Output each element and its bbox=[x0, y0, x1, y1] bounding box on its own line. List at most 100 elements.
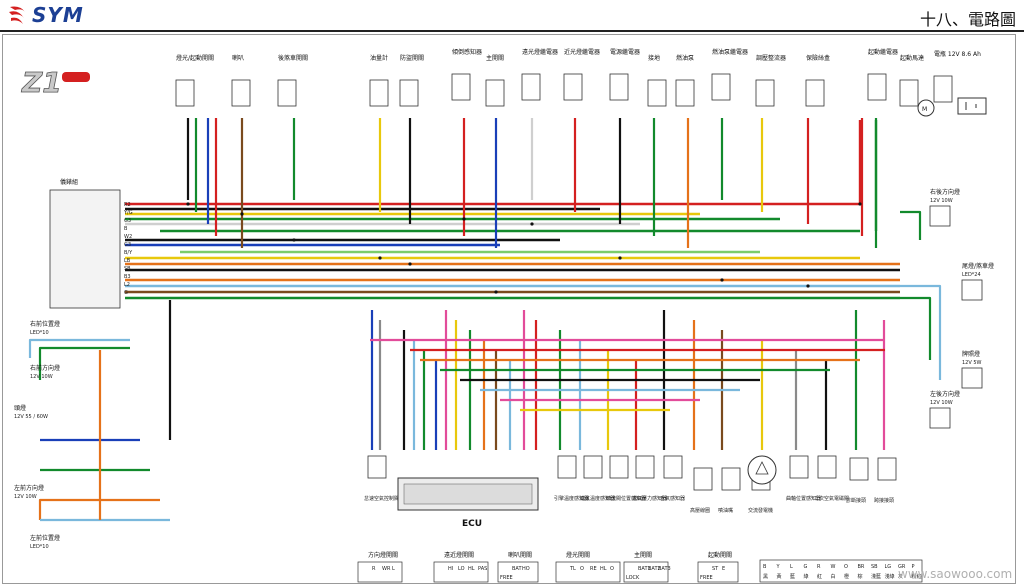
top-component-high_beam_relay: 遠光燈繼電器 bbox=[522, 48, 558, 56]
meter-cluster-pin: G3 bbox=[124, 218, 131, 224]
wire-harness bbox=[28, 118, 942, 522]
meter-cluster: 儀錶組 bbox=[49, 178, 121, 309]
color-legend-code: G bbox=[804, 564, 808, 570]
page-title: 十八、電路圖 bbox=[919, 10, 1016, 29]
color-legend-name: 粉紅 bbox=[912, 573, 922, 580]
meter-cluster-pin: B/Y bbox=[124, 250, 133, 256]
svg-text:M: M bbox=[922, 106, 927, 113]
color-legend-code: SB bbox=[871, 564, 878, 570]
top-component-starter_motor: 起動馬達 bbox=[900, 54, 924, 62]
bottom-connector-intake_pressure bbox=[635, 455, 655, 479]
color-legend-name: 藍 bbox=[790, 573, 795, 580]
top-component-regulator: 調壓整流器 bbox=[756, 54, 786, 62]
model-logo: Z1 bbox=[21, 66, 62, 99]
switch-table-turn_switch: 方向燈開關 bbox=[368, 551, 398, 559]
bottom-component-throttle_pos: 節流閥位置感知器 bbox=[606, 495, 646, 502]
switch-table-grid bbox=[357, 561, 403, 583]
meter-cluster-pin: LB bbox=[124, 258, 131, 264]
bottom-component-idle_air: 怠速空氣控制閥 bbox=[364, 495, 399, 502]
color-legend-name: 棕 bbox=[858, 573, 863, 580]
switch-table-main_switch_tbl: 主開關 bbox=[634, 551, 652, 559]
right-component-right_rear_turn: 右後方向燈 bbox=[930, 188, 960, 196]
switch-table-col: HL bbox=[600, 566, 607, 572]
top-connector-battery bbox=[933, 75, 953, 103]
bottom-connector-throttle_pos bbox=[609, 455, 629, 479]
meter-cluster-pin: W2 bbox=[124, 234, 132, 240]
right-connector-license_lamp bbox=[961, 367, 983, 389]
junction-dot bbox=[462, 217, 466, 221]
top-component-fuel_pump_relay: 燃油泵繼電器 bbox=[712, 48, 748, 56]
switch-table-col: BAT bbox=[512, 566, 522, 572]
bottom-connector-diag_connector bbox=[849, 457, 869, 481]
switch-table-grid bbox=[697, 561, 739, 583]
top-component-tilt_sensor: 傾倒感知器 bbox=[452, 48, 482, 56]
left-component-spec: 12V 10W bbox=[30, 374, 53, 380]
top-component-starter_relay: 起動繼電器 bbox=[868, 48, 898, 56]
top-component-headlight_switch_start: 燈光/起動開關 bbox=[176, 54, 214, 62]
switch-table-col: PAS bbox=[478, 566, 487, 572]
top-component-fuel_pump: 燃油泵 bbox=[676, 54, 694, 62]
header-divider bbox=[0, 30, 1024, 32]
top-connector-starter_relay bbox=[867, 73, 887, 101]
switch-table-light_switch: 燈光開關 bbox=[566, 551, 590, 559]
left-component-spec: 12V 10W bbox=[14, 494, 37, 500]
switch-table-col: HO bbox=[522, 566, 530, 572]
top-connector-fuel_pump bbox=[675, 79, 695, 107]
switch-table-col: RE bbox=[590, 566, 597, 572]
brand-name: SYM bbox=[32, 3, 84, 27]
meter-cluster-pin: B3 bbox=[124, 274, 131, 280]
bottom-component-o2_sensor: 含氧感知器 bbox=[660, 495, 685, 502]
bottom-component-engine_temp: 引擎溫度感知器 bbox=[554, 495, 589, 502]
color-legend-name: 黃 bbox=[777, 573, 782, 580]
junction-dot bbox=[292, 238, 296, 242]
left-component-spec: LED*10 bbox=[30, 330, 49, 336]
switch-table-col: TL bbox=[569, 566, 576, 572]
switch-table-start_switch: 起動開關 bbox=[708, 551, 732, 559]
junction-dot bbox=[720, 278, 724, 282]
switch-table-horn_switch: 喇叭開關 bbox=[508, 551, 532, 559]
model-logo-accent bbox=[62, 72, 90, 82]
right-connector-right_rear_turn bbox=[929, 205, 951, 227]
switch-table-row: FREE bbox=[700, 575, 713, 581]
switch-table-col: BAT2 bbox=[648, 566, 661, 572]
switch-table-col: WR bbox=[382, 566, 391, 572]
top-component-battery: 電瓶 12V 8.6 Ah bbox=[934, 50, 981, 58]
top-connector-main_switch bbox=[485, 79, 505, 107]
junction-dot bbox=[806, 284, 810, 288]
top-component-fuse_box: 保險絲盒 bbox=[806, 54, 830, 62]
switch-table-col: HI bbox=[448, 566, 453, 572]
junction-dot bbox=[378, 256, 382, 260]
junction-dot bbox=[408, 262, 412, 266]
top-connector-fuel_gauge bbox=[369, 79, 389, 107]
ecu-label: ECU bbox=[462, 519, 482, 529]
bottom-connector-o2_sensor bbox=[663, 455, 683, 479]
bottom-connector-engine_temp bbox=[557, 455, 577, 479]
right-connector-left_rear_turn bbox=[929, 407, 951, 429]
meter-cluster-pin: B bbox=[124, 226, 128, 232]
wire bbox=[38, 498, 160, 520]
color-legend-code: O bbox=[844, 564, 848, 570]
bottom-component-intake_temp: 進氣溫度感知器 bbox=[580, 495, 615, 502]
meter-cluster-title: 儀錶組 bbox=[60, 178, 78, 186]
bottom-connector-jumper_connector bbox=[877, 457, 897, 481]
color-legend-name: 黑 bbox=[763, 574, 768, 580]
bottom-component-intake_pressure: 進氣壓力感知器 bbox=[632, 495, 667, 502]
color-legend-code: W bbox=[831, 564, 836, 570]
top-component-rear_brake_switch: 後煞車開關 bbox=[278, 54, 308, 62]
meter-cluster-pin: Y/G bbox=[123, 210, 133, 216]
watermark-text: www.saowooo.com bbox=[898, 567, 1012, 581]
switch-table-col: HL bbox=[468, 566, 475, 572]
switch-table-col: E bbox=[722, 566, 725, 572]
color-legend-name: 紅 bbox=[817, 573, 822, 580]
page-header: SYM 十八、電路圖 bbox=[0, 0, 1024, 30]
top-component-ground: 接地 bbox=[648, 54, 660, 62]
left-component-right_front_turn: 右前方向燈 bbox=[30, 364, 60, 372]
junction-dot bbox=[530, 222, 534, 226]
top-component-fuel_gauge: 油量計 bbox=[370, 54, 388, 62]
junction-dot bbox=[494, 290, 498, 294]
right-component-spec: LED*24 bbox=[962, 272, 981, 278]
bottom-component-diag_connector: 診斷接頭 bbox=[846, 497, 866, 504]
right-component-spec: 12V 10W bbox=[930, 198, 953, 204]
switch-table-grid bbox=[555, 561, 621, 583]
